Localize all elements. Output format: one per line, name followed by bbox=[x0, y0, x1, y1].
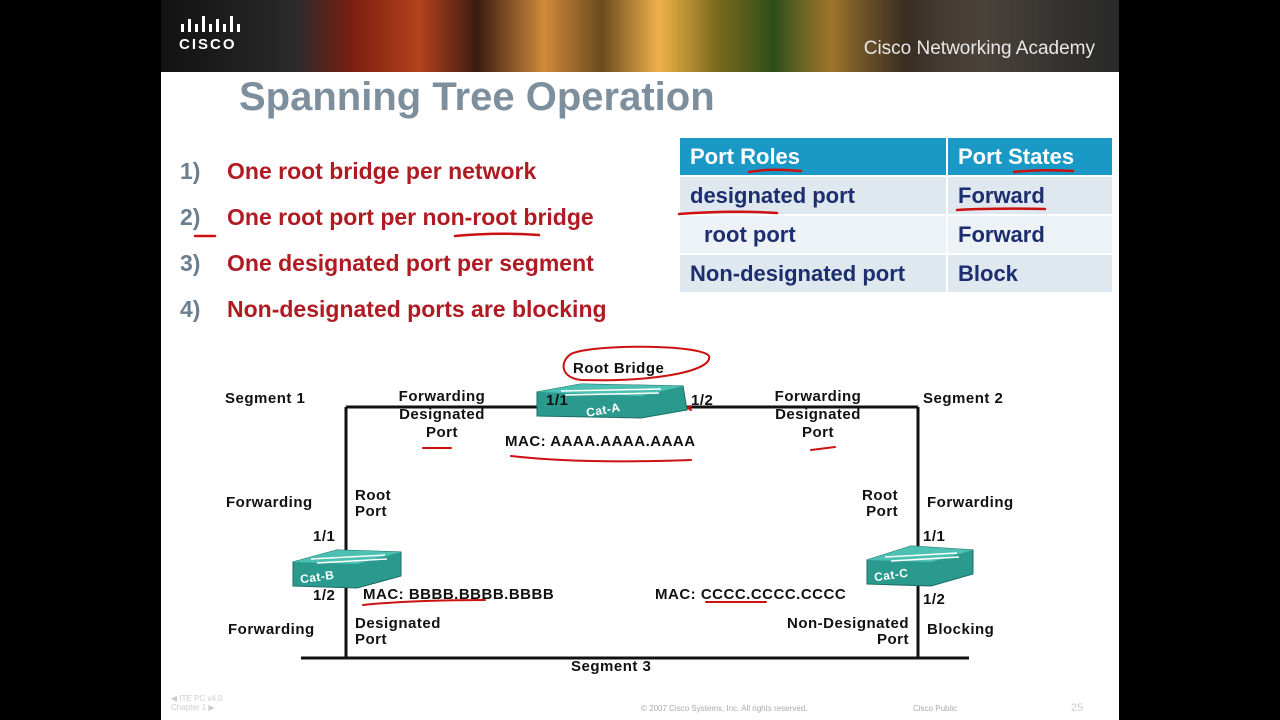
cat-c-switch-icon bbox=[866, 545, 974, 587]
next-arrow-icon[interactable]: ▶ bbox=[208, 703, 215, 712]
cat-c-nondesig-role: Non-Designated Port bbox=[786, 615, 909, 648]
segment-3-label: Segment 3 bbox=[571, 658, 652, 675]
topology-lines bbox=[292, 345, 974, 660]
slide: CISCO Cisco Networking Academy Spanning … bbox=[161, 0, 1119, 720]
table-row: Non-designated port Block bbox=[680, 254, 1114, 294]
cat-c-root-role: Root Port bbox=[862, 487, 899, 520]
prev-arrow-icon[interactable]: ◀ bbox=[171, 694, 178, 703]
cat-b-port-2: 1/2 bbox=[313, 587, 336, 604]
cat-c-root-state: Forwarding bbox=[927, 494, 1014, 511]
cat-c-mac: MAC: CCCC.CCCC.CCCC bbox=[655, 586, 847, 603]
cisco-bars-icon bbox=[181, 16, 240, 32]
rule-item: 4) Non-designated ports are blocking bbox=[180, 296, 607, 342]
annotation-strokes bbox=[193, 168, 1075, 238]
academy-label: Cisco Networking Academy bbox=[863, 38, 1095, 59]
table-cell-state: Block bbox=[947, 254, 1114, 294]
right-designated-port-label: Forwarding Designated Port bbox=[774, 388, 862, 441]
cat-b-mac: MAC: BBBB.BBBB.BBBB bbox=[363, 586, 555, 603]
rule-item: 1) One root bridge per network bbox=[180, 158, 607, 204]
cat-b-desig-role: Designated Port bbox=[355, 615, 441, 648]
slide-title: Spanning Tree Operation bbox=[239, 75, 715, 119]
page-number: 25 bbox=[1071, 702, 1084, 714]
table-row: root port Forward bbox=[680, 215, 1114, 255]
root-bridge-label: Root Bridge bbox=[573, 360, 665, 377]
cat-c-port-1: 1/1 bbox=[923, 528, 946, 545]
rule-number: 2) bbox=[180, 204, 201, 230]
table-cell-role: designated port bbox=[680, 176, 948, 216]
rule-number: 4) bbox=[180, 296, 201, 322]
rule-item: 3) One designated port per segment bbox=[180, 250, 607, 296]
slide-nav[interactable]: ◀ ITE PC v4.0 Chapter 1 ▶ bbox=[171, 694, 241, 718]
cisco-logo-text: CISCO bbox=[179, 36, 237, 53]
rule-text: Non-designated ports are blocking bbox=[227, 296, 607, 322]
footer-chapter: ITE PC v4.0 Chapter 1 bbox=[171, 694, 223, 712]
banner: CISCO Cisco Networking Academy bbox=[161, 0, 1119, 72]
rule-text: One designated port per segment bbox=[227, 250, 594, 276]
table-cell-role: Non-designated port bbox=[680, 254, 948, 294]
segment-2-label: Segment 2 bbox=[923, 390, 1004, 407]
port-roles-table: Port Roles Port States designated port F… bbox=[680, 138, 1114, 294]
cat-c-blocking-state: Blocking bbox=[927, 621, 995, 638]
segment-1-label: Segment 1 bbox=[225, 390, 306, 407]
rule-number: 3) bbox=[180, 250, 201, 276]
left-designated-port-label: Forwarding Designated Port bbox=[398, 388, 486, 441]
rule-text: One root bridge per network bbox=[227, 158, 537, 184]
footer-public: Cisco Public bbox=[913, 704, 958, 713]
cat-b-desig-state: Forwarding bbox=[228, 621, 315, 638]
cat-c-port-2: 1/2 bbox=[923, 591, 946, 608]
cisco-logo: CISCO bbox=[179, 14, 247, 53]
rule-text: One root port per non-root bridge bbox=[227, 204, 594, 230]
cat-b-root-role: Root Port bbox=[355, 487, 392, 520]
cat-b-port-1: 1/1 bbox=[313, 528, 336, 545]
table-cell-role: root port bbox=[680, 215, 948, 255]
cat-b-switch-icon bbox=[292, 549, 402, 589]
footer-copyright: © 2007 Cisco Systems, Inc. All rights re… bbox=[641, 704, 808, 713]
table-cell-state: Forward bbox=[947, 215, 1114, 255]
cat-a-port-2: 1/2 bbox=[691, 392, 714, 409]
cat-b-root-state: Forwarding bbox=[226, 494, 313, 511]
header-port-roles: Port Roles bbox=[680, 138, 948, 177]
spanning-tree-diagram: Root Bridge Cat-A Cat-B Cat-C 1/1 1/2 MA… bbox=[161, 340, 1119, 700]
cat-a-switch-icon bbox=[536, 383, 688, 419]
rule-number: 1) bbox=[180, 158, 201, 184]
cat-a-port-1: 1/1 bbox=[546, 392, 569, 409]
rules-list: 1) One root bridge per network 2) One root… bbox=[180, 158, 607, 342]
cat-a-mac: MAC: AAAA.AAAA.AAAA bbox=[505, 433, 696, 450]
rule-item: 2) One root port per non-root bridge bbox=[180, 204, 607, 250]
